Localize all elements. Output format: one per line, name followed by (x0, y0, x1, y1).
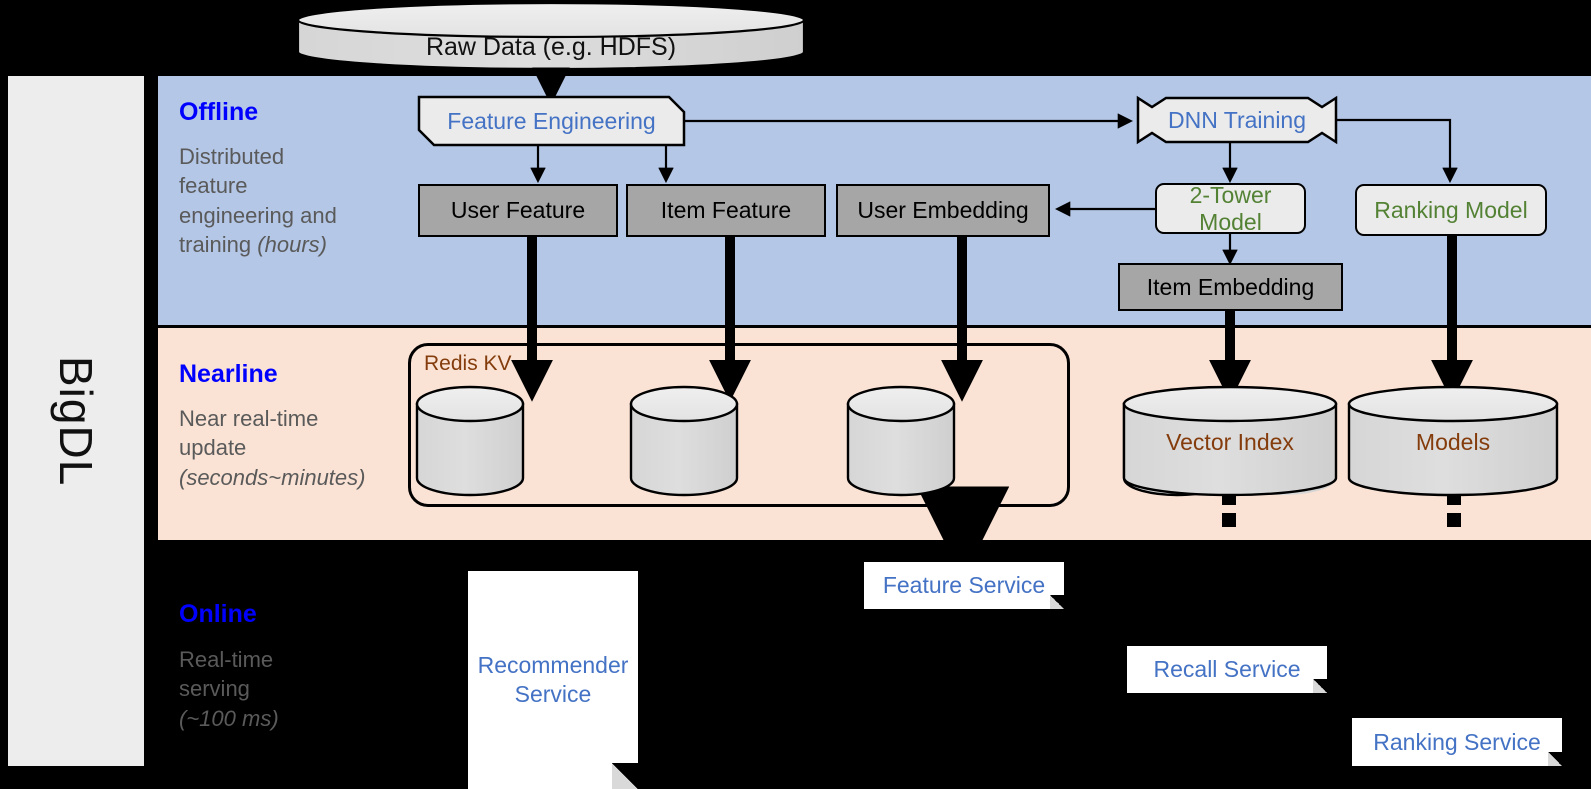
raw-data-label-wrap: Raw Data (e.g. HDFS) (298, 20, 804, 75)
dnn-training-node[interactable]: DNN Training (1138, 98, 1336, 142)
user-feature-store[interactable] (417, 415, 523, 470)
models-store[interactable]: Models (1349, 415, 1557, 470)
two-tower-model-node[interactable]: 2-Tower Model (1155, 181, 1306, 235)
offline-desc-italic: (hours) (257, 232, 327, 258)
user-embedding-label: User Embedding (857, 197, 1029, 223)
redis-kv-label: Redis KV (424, 352, 512, 375)
recall-service-card[interactable]: Recall Service (1127, 646, 1327, 693)
online-desc-line-1: Real-time (179, 647, 274, 672)
item-embedding-node[interactable]: Item Embedding (1118, 263, 1343, 311)
offline-title: Offline (179, 98, 259, 126)
recommender-service-card[interactable]: Recommender Service (468, 571, 638, 789)
nearline-desc-line-2: update (179, 435, 247, 461)
raw-data-label: Raw Data (e.g. HDFS) (425, 33, 677, 61)
recommender-service-label: Recommender Service (477, 652, 629, 707)
offline-desc-line-4: training (179, 232, 258, 258)
page-fold-icon (1313, 679, 1327, 693)
offline-desc-line-3: engineering and (179, 202, 337, 228)
dnn-training-label: DNN Training (1167, 106, 1307, 133)
page-fold-icon (1050, 595, 1064, 609)
ranking-model-node[interactable]: Ranking Model (1355, 184, 1547, 236)
user-feature-node[interactable]: User Feature (418, 184, 618, 237)
nearline-desc-line-1: Near real-time (179, 406, 319, 431)
online-desc-line-2: serving (179, 676, 250, 702)
feature-engineering-label: Feature Engineering (447, 107, 656, 134)
page-fold-icon (1548, 752, 1562, 766)
user-feature-label: User Feature (450, 197, 586, 223)
online-desc-italic: (~100 ms) (179, 705, 279, 731)
recall-service-label: Recall Service (1153, 656, 1301, 683)
two-tower-model-label: 2-Tower Model (1189, 181, 1272, 235)
vector-index-label: Vector Index (1166, 429, 1294, 455)
ranking-service-label: Ranking Service (1373, 728, 1541, 755)
redis-kv-container (408, 343, 1070, 507)
feature-service-card[interactable]: Feature Service (864, 562, 1064, 609)
bigdl-rail: BigDL (8, 76, 144, 766)
page-fold-icon (612, 763, 638, 789)
feature-engineering-node[interactable]: Feature Engineering (419, 97, 684, 145)
online-title: Online (179, 600, 257, 628)
item-embedding-label: Item Embedding (1146, 273, 1315, 300)
offline-desc-line-1: Distributed (179, 144, 285, 169)
bigdl-label: BigDL (50, 355, 102, 487)
user-embedding-node[interactable]: User Embedding (836, 184, 1050, 237)
nearline-title: Nearline (179, 360, 278, 388)
offline-description: Distributed feature engineering and trai… (179, 142, 389, 260)
item-feature-label: Item Feature (660, 197, 792, 223)
ranking-model-label: Ranking Model (1374, 196, 1528, 223)
item-feature-node[interactable]: Item Feature (626, 184, 826, 237)
item-feature-store[interactable] (631, 415, 737, 470)
vector-index-store[interactable]: Vector Index (1124, 415, 1336, 470)
online-description: Real-time serving (~100 ms) (179, 645, 389, 733)
ranking-service-card[interactable]: Ranking Service (1352, 718, 1562, 766)
models-label: Models (1415, 429, 1491, 455)
nearline-desc-italic: (seconds~minutes) (179, 464, 366, 490)
feature-service-label: Feature Service (882, 572, 1046, 599)
offline-desc-line-2: feature (179, 173, 248, 199)
nearline-description: Near real-time update (seconds~minutes) (179, 404, 404, 492)
user-embedding-store[interactable] (848, 415, 954, 470)
